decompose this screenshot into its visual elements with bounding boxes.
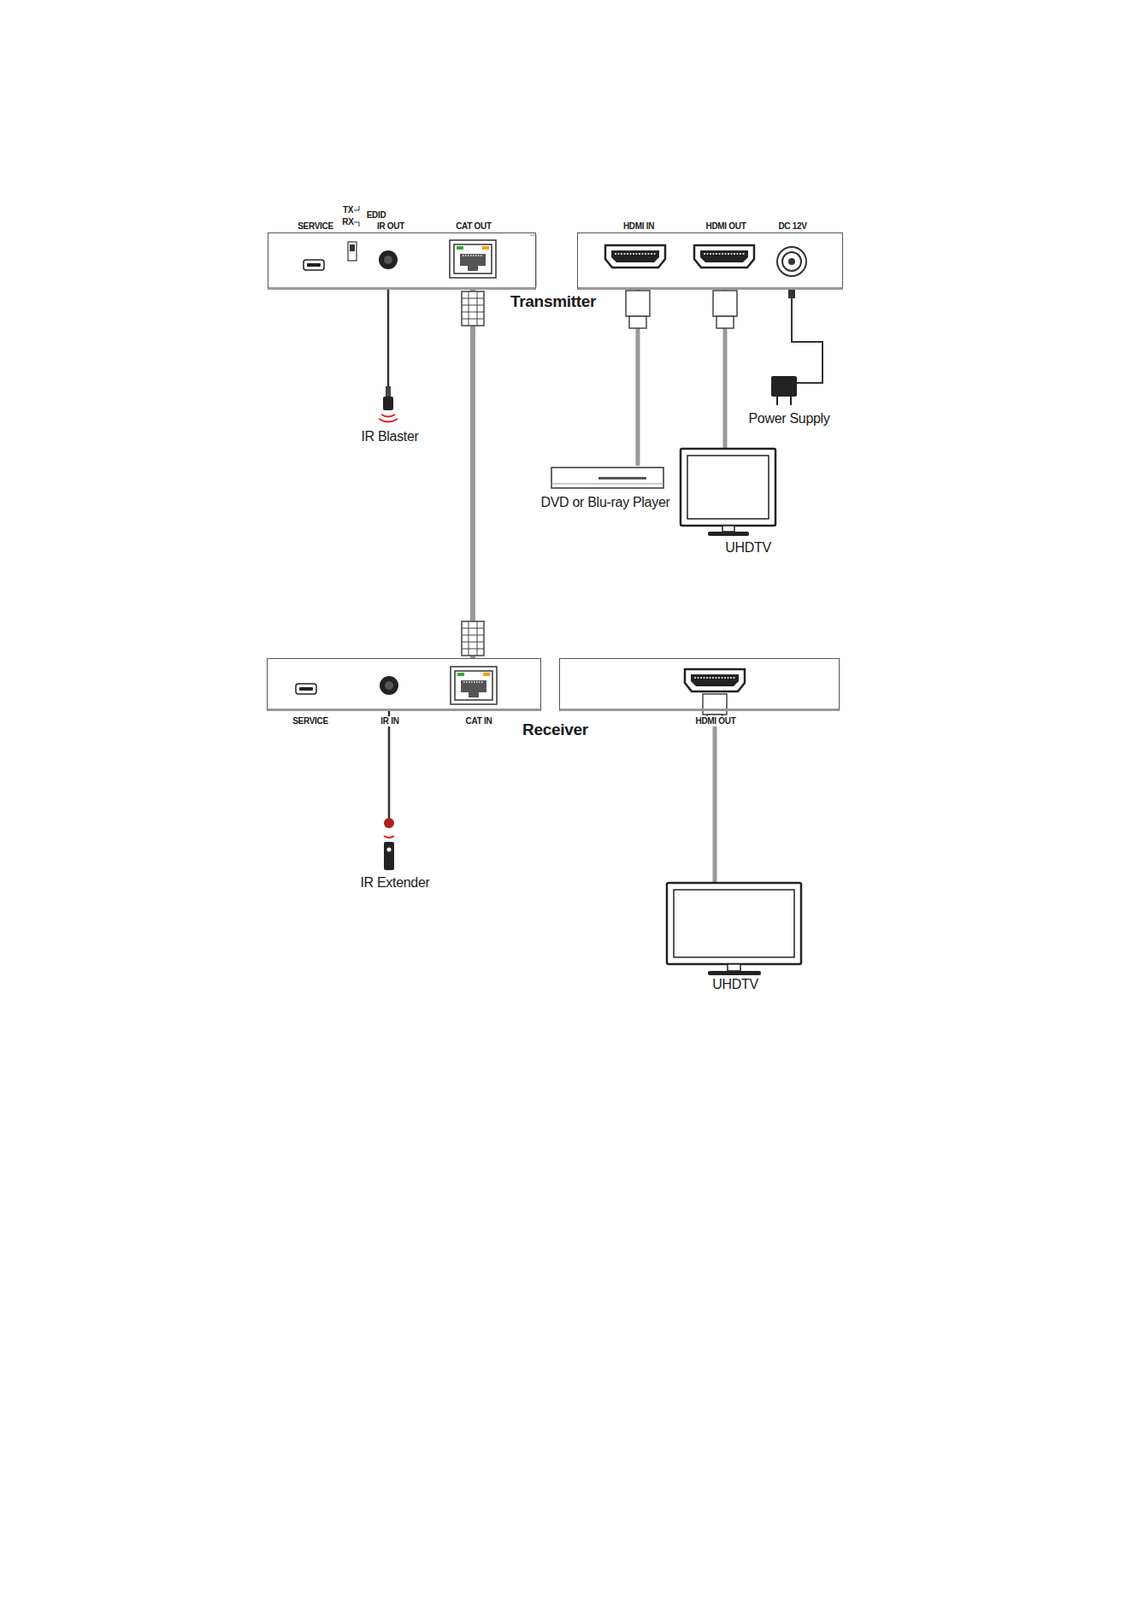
device-label: UHDTV — [725, 540, 772, 556]
port-label: SERVICE — [291, 716, 330, 727]
port-label: CAT IN — [465, 716, 494, 727]
device-label: UHDTV — [712, 977, 759, 993]
port-label: IR OUT — [377, 221, 405, 232]
unit-label: Receiver — [522, 720, 589, 740]
device-label: DVD or Blu-ray Player — [540, 495, 670, 511]
cable — [470, 289, 476, 659]
uhdtv: UHDTV — [658, 883, 813, 997]
power-supply: Power Supply — [743, 376, 838, 430]
transmitter-rear-panel: HDMI INHDMI OUTDC 12V — [577, 232, 844, 290]
port-label: CAT OUT — [455, 221, 492, 232]
cable — [791, 289, 823, 377]
device-label: Power Supply — [748, 411, 830, 427]
cable — [388, 711, 391, 820]
device-label: IR Extender — [359, 875, 430, 891]
uhdtv: UHDTV — [677, 448, 780, 559]
ir-extender: IR Extender — [346, 819, 445, 895]
cable — [387, 289, 390, 387]
port-label: HDMI OUT — [694, 716, 737, 727]
receiver-rear-panel: HDMI OUT — [559, 658, 840, 712]
port-label: TX — [342, 205, 354, 216]
port-label: DC 12V — [778, 221, 807, 232]
ir-blaster: IR Blaster — [350, 386, 430, 449]
transmitter-front-panel: SERVICETXRXEDIDIR OUTCAT OUT — [267, 232, 537, 290]
cable — [713, 711, 718, 884]
port-label: HDMI OUT — [705, 221, 746, 232]
port-label: RX — [341, 217, 354, 228]
disc-player: DVD or Blu-ray Player — [536, 465, 676, 514]
unit-label: Transmitter — [510, 292, 596, 312]
device-label: IR Blaster — [360, 429, 419, 445]
receiver-front-panel: SERVICEIR INCAT IN — [266, 658, 542, 712]
port-label: EDID — [366, 210, 387, 221]
port-label: IR IN — [379, 716, 400, 727]
port-label: SERVICE — [297, 221, 334, 232]
port-label: HDMI IN — [623, 221, 655, 232]
